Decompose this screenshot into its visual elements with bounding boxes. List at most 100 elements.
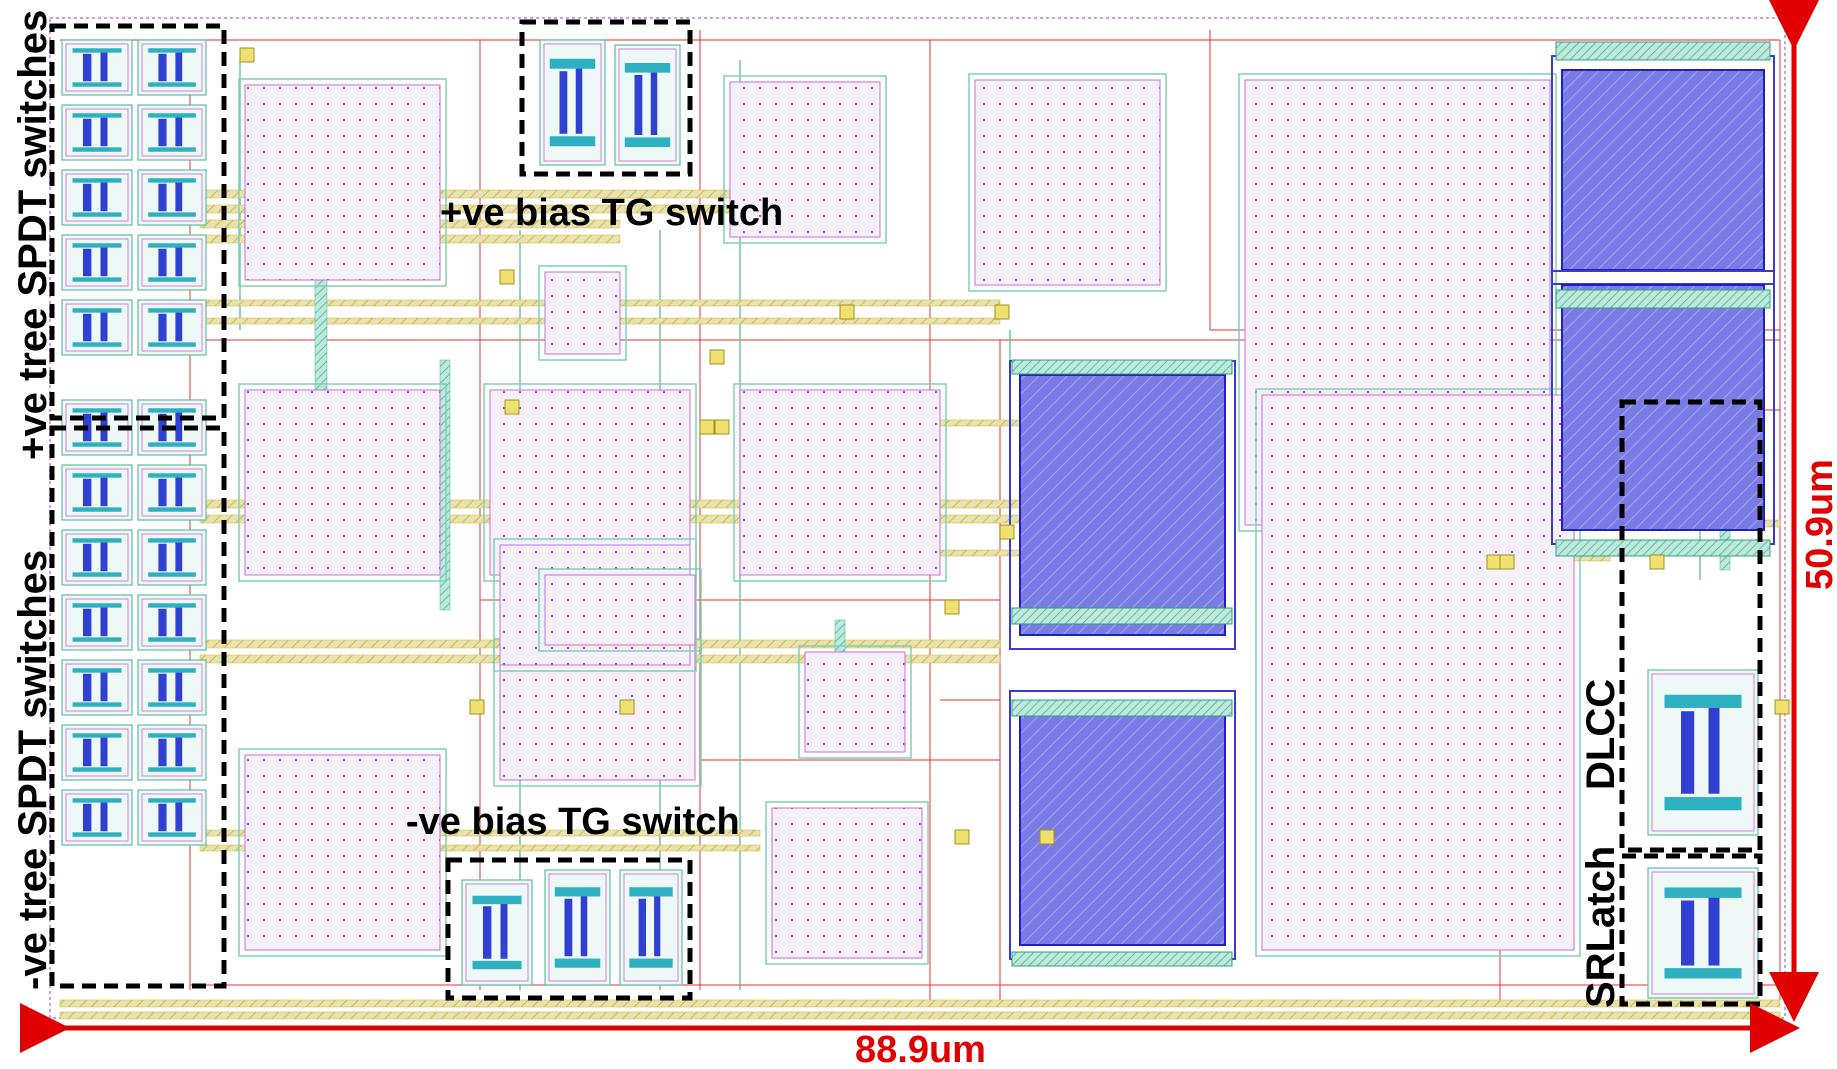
tg-switch-cell [619,869,683,986]
large-capacitor [1561,284,1765,531]
bus-route [59,999,1781,1008]
gate-poly [175,801,183,832]
spdt-switch-cell [137,529,207,586]
via-pad [944,599,960,615]
via-pad [1499,554,1515,570]
gate-poly [175,51,183,82]
gate-poly [100,116,108,147]
diffusion [148,147,196,152]
cap-guard [798,645,912,759]
diffusion [72,113,122,118]
gate-poly [575,65,583,134]
spdt-switch-cell [137,104,207,161]
gate-poly [634,75,643,135]
gate-poly [100,541,108,572]
diffusion [629,887,673,897]
diffusion [72,832,122,837]
gate-poly [158,248,167,277]
neg-bias-tg-box [445,857,693,1001]
spdt-switch-cell [137,234,207,291]
diffusion [148,572,196,577]
diffusion [629,958,673,968]
spdt-switch-cell [137,659,207,716]
label-neg-bias-tg: -ve bias TG switch [406,801,740,843]
mim-capacitor [244,754,441,951]
diffusion [72,178,122,183]
gate-poly [83,608,92,637]
neg-tree-box [49,425,227,989]
dlcc-cell [1647,669,1759,836]
gate-poly [100,311,108,342]
spdt-switch-cell [61,169,133,226]
gate-poly [158,673,167,702]
diffusion [72,342,122,347]
cap-contact-strip [1011,607,1233,625]
cell-well [141,43,203,92]
gate-poly [175,606,183,637]
cap-guard [238,78,447,287]
mim-capacitor [489,389,691,576]
diffusion [72,48,122,53]
gate-poly [175,116,183,147]
gate-poly [175,476,183,507]
gate-poly [83,803,92,832]
cell-well [65,533,129,582]
height-dimension: 50.9um [1799,459,1837,590]
gate-poly [100,671,108,702]
diffusion [148,637,196,642]
diffusion [72,442,122,447]
cap-guard [493,538,697,672]
spdt-switch-cell [61,39,133,96]
cell-well [65,303,129,352]
diffusion [72,538,122,543]
diffusion [624,137,671,147]
text-labels: +ve bias TG switch -ve bias TG switch +v… [11,10,1623,1008]
label-pos-bias-tg: +ve bias TG switch [440,192,783,234]
cap-contact-strip [1011,359,1233,375]
gate-poly [83,313,92,342]
gate-poly [83,118,92,147]
cell-well [465,883,529,982]
gate-poly [564,898,573,957]
bus-route [59,1011,1781,1020]
cell-well [141,303,203,352]
cell-well [618,48,677,162]
cap-contact-strip [1011,951,1233,967]
gate-poly [175,181,183,212]
mim-capacitor [544,574,696,646]
cap-guard [538,265,627,361]
mim-capacitor [244,389,441,576]
cap-guard [538,568,702,652]
cell-well [65,238,129,287]
gate-poly [83,183,92,212]
gate-poly [100,51,108,82]
capacitor-array [238,73,1581,965]
via-pad [469,699,485,715]
via-pad [999,524,1015,540]
gate-poly [175,411,183,442]
diffusion [148,603,196,608]
diffusion [72,277,122,282]
diffusion [148,113,196,118]
cell-well [1651,673,1755,832]
cell-well [65,793,129,842]
tg-switch-cell [544,869,611,986]
diffusion [72,733,122,738]
diffusion [72,798,122,803]
cell-well [141,663,203,712]
diffusion [148,243,196,248]
gate-poly [100,801,108,832]
diffusion [72,212,122,217]
spdt-switch-cell [137,789,207,846]
cap-guard [765,801,929,965]
gate-poly [158,313,167,342]
diffusion [148,408,196,413]
diffusion [148,668,196,673]
label-pos-tree-spdt: +ve tree SPDT switches [11,10,55,460]
pos-tree-box [49,23,227,421]
diffusion [472,895,522,905]
cell-well [141,793,203,842]
diffusion [148,48,196,53]
spdt-switch-cell [137,39,207,96]
